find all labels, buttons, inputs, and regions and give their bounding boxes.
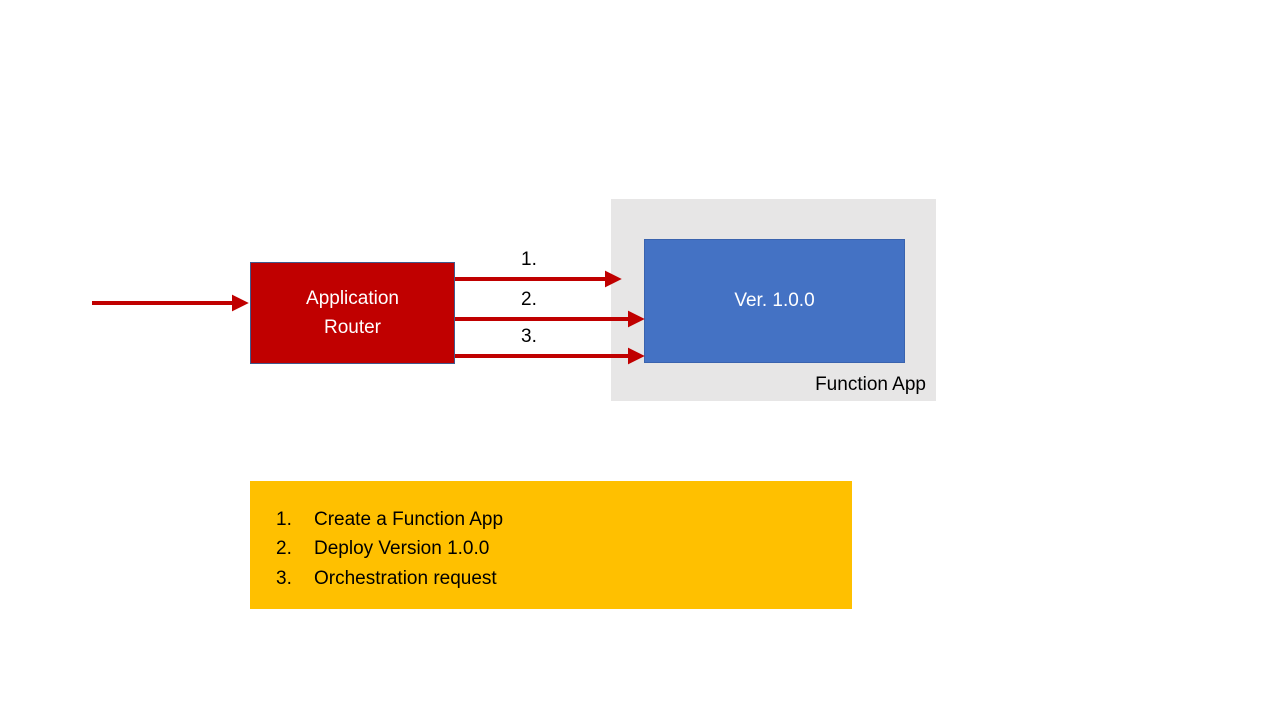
legend-list: 1. Create a Function App 2. Deploy Versi…	[276, 505, 503, 593]
legend-box: 1. Create a Function App 2. Deploy Versi…	[250, 481, 852, 609]
legend-item-text: Create a Function App	[314, 509, 504, 530]
application-router-label-line1: Application	[306, 287, 399, 309]
arrow-step-2-number: 2.	[521, 289, 537, 310]
arrow-step-1-number: 1.	[521, 249, 537, 270]
arrow-step-3-number: 3.	[521, 326, 537, 347]
legend-item-marker: 2.	[276, 538, 292, 560]
application-router-label-line2: Router	[323, 317, 381, 338]
legend-item-marker: 1.	[276, 509, 292, 530]
application-router-box: Application Router	[250, 262, 455, 364]
version-box-label: Ver. 1.0.0	[734, 290, 815, 312]
application-router-label: Application Router	[306, 284, 399, 343]
legend-item-marker: 3.	[276, 567, 292, 589]
function-app-container-label: Function App	[815, 374, 926, 396]
legend-item: 3. Orchestration request	[276, 564, 503, 593]
legend-item-text: Orchestration request	[314, 567, 497, 589]
legend-item: 2. Deploy Version 1.0.0	[276, 534, 503, 563]
legend-item: 1. Create a Function App	[276, 505, 503, 534]
version-box: Ver. 1.0.0	[644, 239, 905, 363]
legend-item-text: Deploy Version 1.0.0	[314, 538, 490, 560]
